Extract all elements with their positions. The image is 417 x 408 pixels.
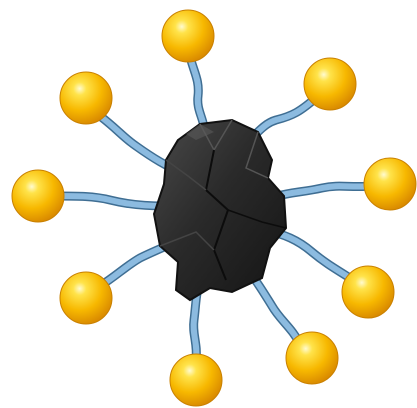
ball-bottom-right	[341, 265, 395, 319]
ball-bottom-right-low	[285, 331, 339, 385]
ball-right	[363, 157, 417, 211]
ball-left	[11, 169, 65, 223]
ball-top	[161, 9, 215, 63]
balls	[11, 9, 417, 407]
ball-bottom	[169, 353, 223, 407]
ball-top-left	[59, 71, 113, 125]
molecule-core	[152, 118, 288, 302]
ball-bottom-left	[59, 271, 113, 325]
ball-top-right	[303, 57, 357, 111]
